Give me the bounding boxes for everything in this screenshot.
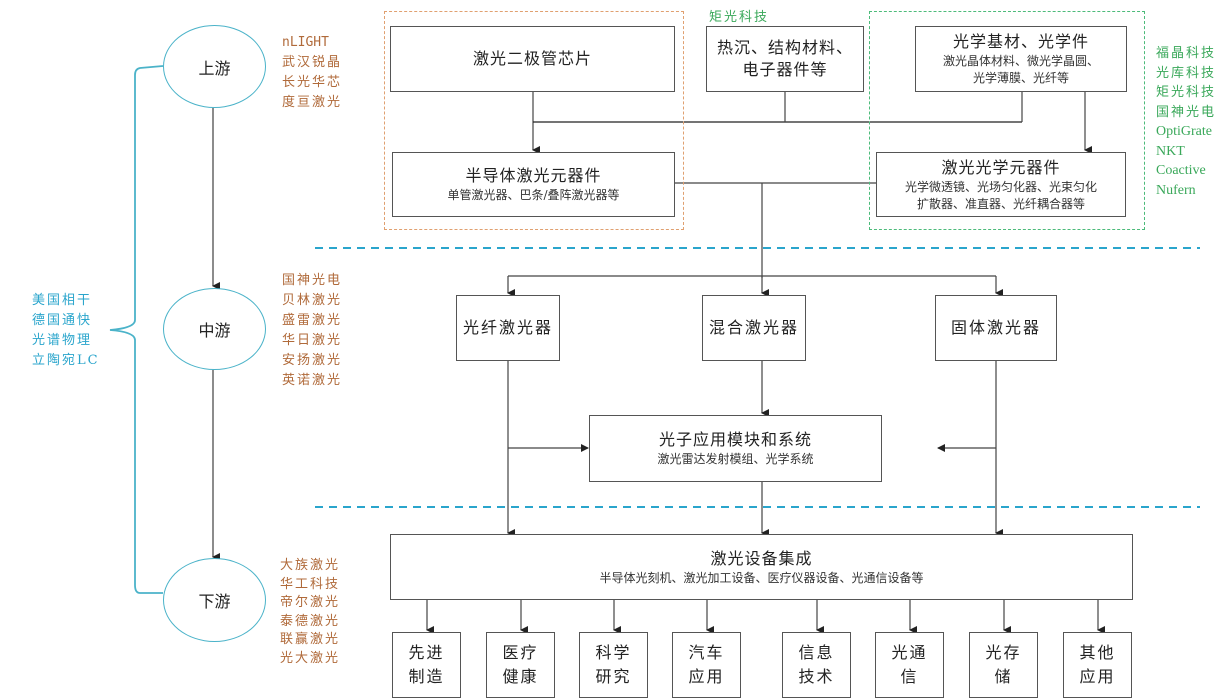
cross-stage-bracket: [109, 65, 164, 594]
company: 美国相干: [32, 293, 93, 308]
company: 盛雷激光: [282, 313, 343, 328]
company: 贝林激光: [282, 293, 343, 308]
app-line1: 汽车: [688, 643, 725, 662]
box-application: 汽车应用: [672, 632, 741, 698]
box-sub-line2: 光学薄膜、光纤等: [972, 71, 1069, 85]
company: 武汉锐晶: [282, 55, 343, 70]
app-line2: 储: [994, 667, 1013, 686]
company: 国神光电: [282, 273, 343, 288]
app-line2: 技术: [798, 667, 835, 686]
company: 帝尔激光: [280, 595, 341, 610]
box-title: 混合激光器: [708, 318, 799, 337]
app-line1: 先进: [408, 643, 445, 662]
optics-companies: 福晶科技 光库科技 矩光科技 国神光电 OptiGrate NKT Coacti…: [1156, 44, 1216, 200]
box-thermal-materials: 热沉、结构材料、 电子器件等: [706, 26, 864, 92]
app-line2: 应用: [688, 667, 725, 686]
app-line2: 制造: [408, 667, 445, 686]
company: 矩光科技: [1156, 85, 1217, 100]
box-application: 信息技术: [782, 632, 851, 698]
box-title-line1: 热沉、结构材料、: [716, 38, 853, 57]
box-photonic-modules: 光子应用模块和系统 激光雷达发射模组、光学系统: [589, 415, 882, 482]
company: Nufern: [1156, 182, 1196, 198]
box-hybrid-laser: 混合激光器: [702, 295, 806, 361]
box-title: 激光光学元器件: [941, 157, 1061, 177]
box-application: 光存储: [969, 632, 1038, 698]
upstream-companies: nLIGHT 武汉锐晶 长光华芯 度亘激光: [282, 33, 342, 113]
company: 度亘激光: [282, 95, 343, 110]
box-optical-components: 激光光学元器件 光学微透镜、光场匀化器、光束匀化 扩散器、准直器、光纤耦合器等: [876, 152, 1126, 217]
stage-upstream: 上游: [163, 25, 266, 108]
app-line1: 光通: [891, 643, 928, 662]
company: 大族激光: [280, 558, 341, 573]
app-line2: 应用: [1079, 667, 1116, 686]
application-arrows: [426, 600, 1105, 634]
app-line1: 科学: [595, 643, 632, 662]
company: 泰德激光: [280, 613, 341, 629]
stage-midstream: 中游: [163, 288, 266, 370]
company: 华日激光: [282, 333, 343, 348]
company: NKT: [1156, 143, 1185, 159]
company: 光谱物理: [32, 333, 93, 348]
box-optical-substrates: 光学基材、光学件 激光晶体材料、微光学晶圆、 光学薄膜、光纤等: [915, 26, 1127, 92]
box-fiber-laser: 光纤激光器: [456, 295, 560, 361]
company: 福晶科技: [1156, 46, 1217, 61]
box-solid-laser: 固体激光器: [935, 295, 1057, 361]
box-title-line2: 电子器件等: [742, 60, 828, 79]
app-line1: 医疗: [502, 643, 539, 662]
box-sub-line2: 扩散器、准直器、光纤耦合器等: [916, 196, 1085, 211]
box-sub: 单管激光器、巴条/叠阵激光器等: [447, 188, 620, 202]
company: 长光华芯: [282, 75, 343, 90]
company: OptiGrate: [1156, 124, 1212, 139]
box-sub: 激光雷达发射模组、光学系统: [657, 452, 814, 466]
box-application: 科学研究: [579, 632, 648, 698]
box-application: 先进制造: [392, 632, 461, 698]
company: 国神光电: [1156, 104, 1217, 120]
box-application: 其他应用: [1063, 632, 1132, 698]
app-line2: 研究: [595, 667, 632, 686]
box-application: 光通信: [875, 632, 944, 698]
box-laser-diode-chip: 激光二极管芯片: [390, 26, 675, 92]
app-line1: 光存: [985, 643, 1022, 662]
company: Coactive: [1156, 163, 1206, 178]
cross-stage-companies: 美国相干 德国通快 光谱物理 立陶宛LC: [32, 291, 100, 371]
app-line1: 信息: [798, 643, 835, 662]
company: 华工科技: [280, 576, 341, 592]
company: 安扬激光: [282, 353, 343, 368]
box-semiconductor-components: 半导体激光元器件 单管激光器、巴条/叠阵激光器等: [392, 152, 675, 217]
box-title: 激光设备集成: [710, 548, 813, 568]
stage-midstream-label: 中游: [198, 321, 231, 340]
box-title: 光纤激光器: [462, 318, 553, 337]
app-line2: 健康: [502, 667, 539, 686]
box-sub-line1: 光学微透镜、光场匀化器、光束匀化: [904, 179, 1097, 194]
app-line2: 信: [900, 667, 919, 686]
stage-downstream: 下游: [163, 558, 266, 642]
company: nLIGHT: [282, 35, 329, 50]
thermal-company: 矩光科技: [709, 10, 770, 25]
company: 德国通快: [32, 313, 93, 328]
company: 英诺激光: [282, 373, 343, 388]
box-title: 光学基材、光学件: [952, 32, 1089, 51]
box-laser-integration: 激光设备集成 半导体光刻机、激光加工设备、医疗仪器设备、光通信设备等: [390, 534, 1133, 600]
optics-group-frame: [869, 11, 1145, 230]
company: 光大激光: [280, 650, 341, 666]
box-title: 激光二极管芯片: [472, 49, 592, 68]
box-title: 半导体激光元器件: [465, 166, 602, 185]
company: 光库科技: [1156, 65, 1217, 81]
app-line1: 其他: [1079, 643, 1116, 662]
box-title: 固体激光器: [950, 318, 1041, 337]
upstream-laser-group-frame: [384, 11, 684, 230]
downstream-companies: 大族激光 华工科技 帝尔激光 泰德激光 联赢激光 光大激光: [280, 557, 340, 668]
box-sub: 半导体光刻机、激光加工设备、医疗仪器设备、光通信设备等: [599, 570, 924, 585]
box-sub-line1: 激光晶体材料、微光学晶圆、: [942, 54, 1099, 68]
midstream-companies: 国神光电 贝林激光 盛雷激光 华日激光 安扬激光 英诺激光: [282, 271, 342, 391]
company: 立陶宛LC: [32, 353, 100, 368]
stage-downstream-label: 下游: [198, 592, 231, 611]
stage-upstream-label: 上游: [198, 58, 231, 78]
company: 联赢激光: [280, 632, 341, 647]
box-title: 光子应用模块和系统: [658, 430, 812, 449]
box-application: 医疗健康: [486, 632, 555, 698]
